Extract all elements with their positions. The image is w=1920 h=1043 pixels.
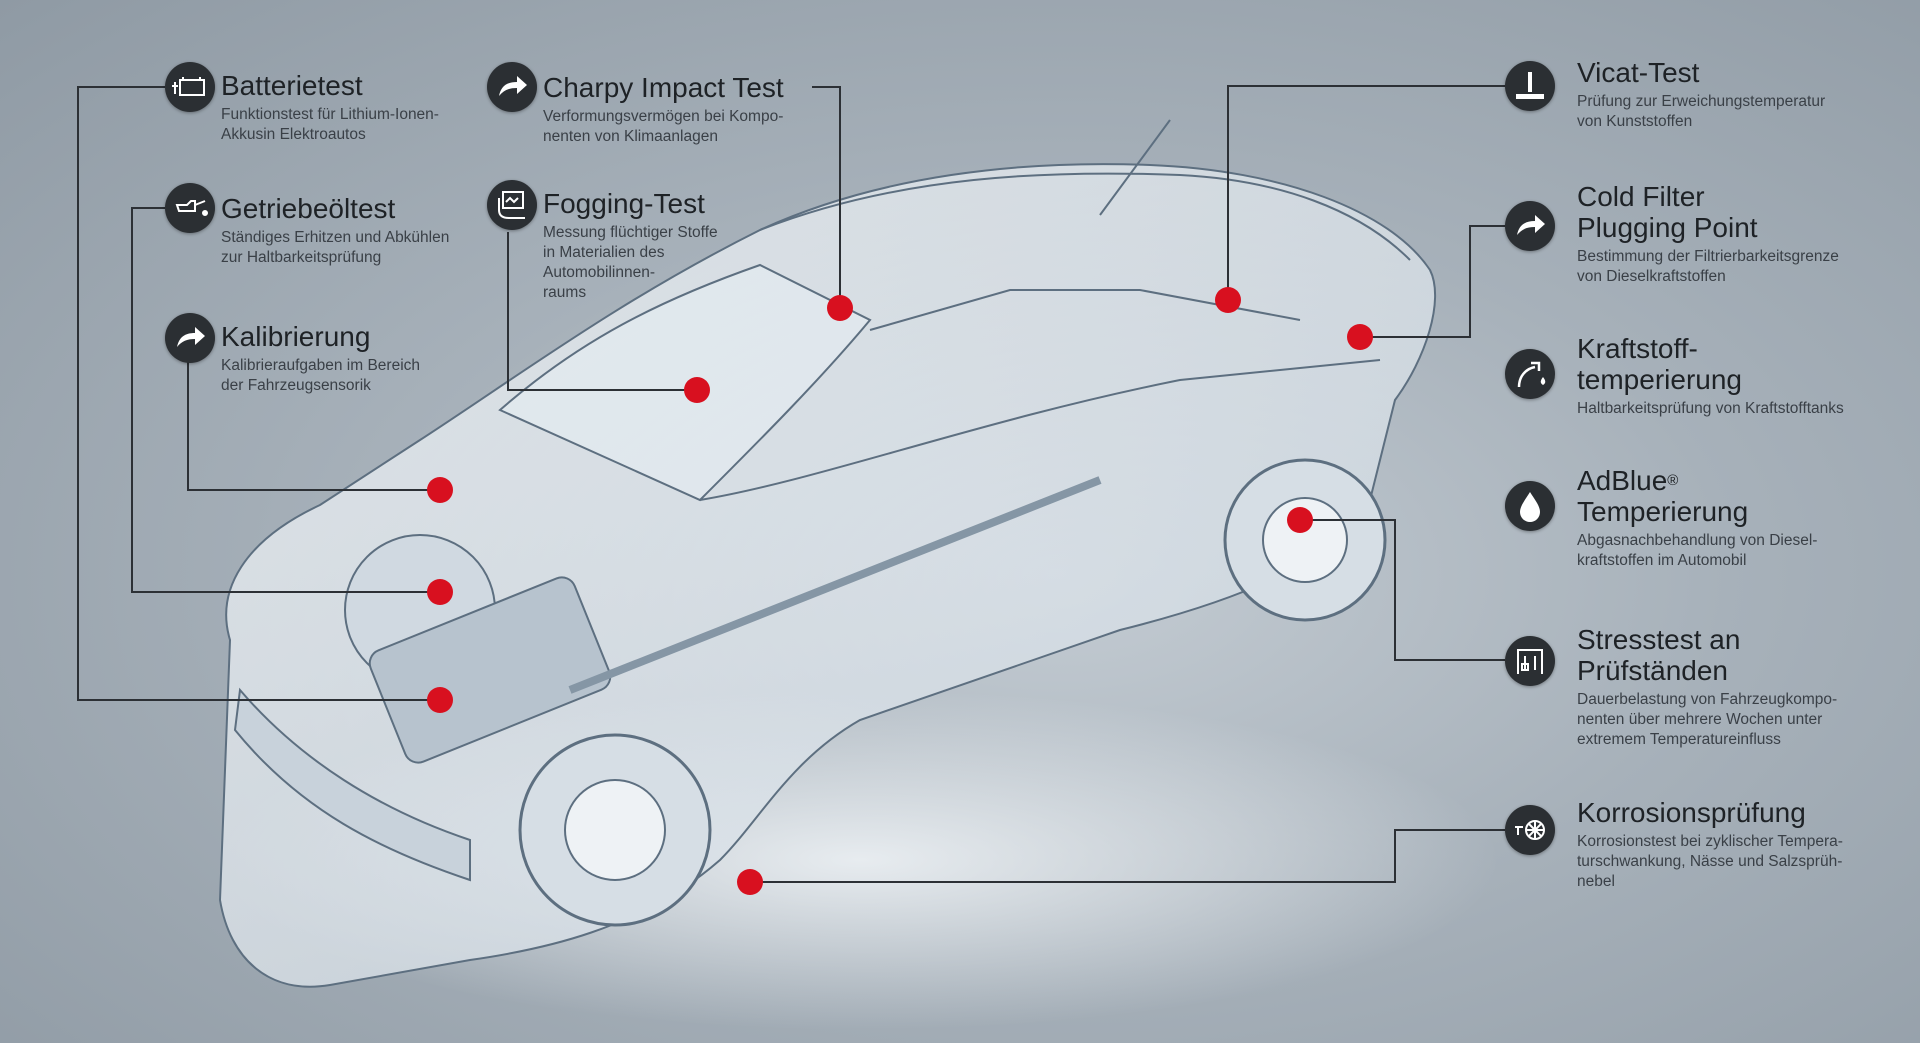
description: Verformungsvermögen bei Kompo-nenten von… <box>543 108 784 145</box>
fuel-pump-icon <box>1505 349 1555 399</box>
fogging-icon <box>487 180 537 230</box>
title-line-2: temperierung <box>1577 364 1742 395</box>
description: Dauerbelastung von Fahrzeugkompo-nenten … <box>1577 691 1838 748</box>
line-kalibrierung <box>187 357 440 491</box>
line-fogging <box>507 232 697 391</box>
registered-mark: ® <box>1667 472 1679 489</box>
front-wheel-hub <box>564 779 666 881</box>
antenna <box>1099 119 1171 216</box>
marker-getriebeoeltest <box>427 579 453 605</box>
connector-lines <box>77 85 1505 883</box>
description: Abgasnachbehandlung von Diesel-kraftstof… <box>1577 532 1818 569</box>
marker-cold-filter <box>1347 324 1373 350</box>
line-batterietest <box>77 86 440 701</box>
line-cold-filter <box>1360 225 1505 338</box>
line-getriebeoeltest <box>131 207 440 593</box>
oil-can-icon <box>165 183 215 233</box>
line-vicat <box>1227 85 1505 300</box>
drop-icon <box>1505 481 1555 531</box>
marker-kalibrierung <box>427 477 453 503</box>
windshield <box>498 263 872 502</box>
title: Batterietest <box>221 70 363 101</box>
vicat-icon <box>1505 61 1555 111</box>
markers <box>427 287 1373 895</box>
test-stand-icon <box>1505 636 1555 686</box>
arrow-icon <box>165 313 215 363</box>
title-line-2: Plugging Point <box>1577 212 1758 243</box>
title-line-2: Temperierung <box>1577 496 1749 527</box>
engine-block <box>368 576 612 764</box>
drive-shaft <box>568 476 1102 694</box>
car-illustration <box>218 119 1437 988</box>
battery-icon <box>165 62 215 112</box>
marker-batterietest <box>427 687 453 713</box>
description: Funktionstest für Lithium-Ionen-Akkusin … <box>221 106 439 143</box>
title: Getriebeöltest <box>221 193 396 224</box>
wheel-spray-icon <box>1505 805 1555 855</box>
side-line <box>699 359 1381 501</box>
title: Korrosionsprüfung <box>1577 797 1806 828</box>
marker-korrosion <box>737 869 763 895</box>
title: Kalibrierung <box>221 321 371 352</box>
description: Korrosionstest bei zyklischer Tempera-tu… <box>1577 833 1843 890</box>
grille <box>233 687 471 882</box>
marker-charpy <box>827 295 853 321</box>
arrow-icon <box>487 62 537 112</box>
roof-line <box>759 172 1411 261</box>
marker-fogging <box>684 377 710 403</box>
line-charpy <box>812 86 841 308</box>
line-stresstest <box>1300 519 1505 661</box>
title: Kraftstoff- <box>1577 333 1698 364</box>
title: Vicat-Test <box>1577 57 1700 88</box>
title: Charpy Impact Test <box>543 72 784 103</box>
arrow-icon <box>1505 201 1555 251</box>
title: Cold Filter <box>1577 181 1705 212</box>
title: Stresstest an <box>1577 624 1741 655</box>
marker-vicat <box>1215 287 1241 313</box>
title: Fogging-Test <box>543 188 705 219</box>
title-line-2: Prüfständen <box>1577 655 1728 686</box>
marker-stresstest <box>1287 507 1313 533</box>
title: AdBlue® <box>1577 465 1679 496</box>
description: Haltbarkeitsprüfung von Kraftstofftanks <box>1577 400 1844 417</box>
line-korrosion <box>750 829 1505 883</box>
